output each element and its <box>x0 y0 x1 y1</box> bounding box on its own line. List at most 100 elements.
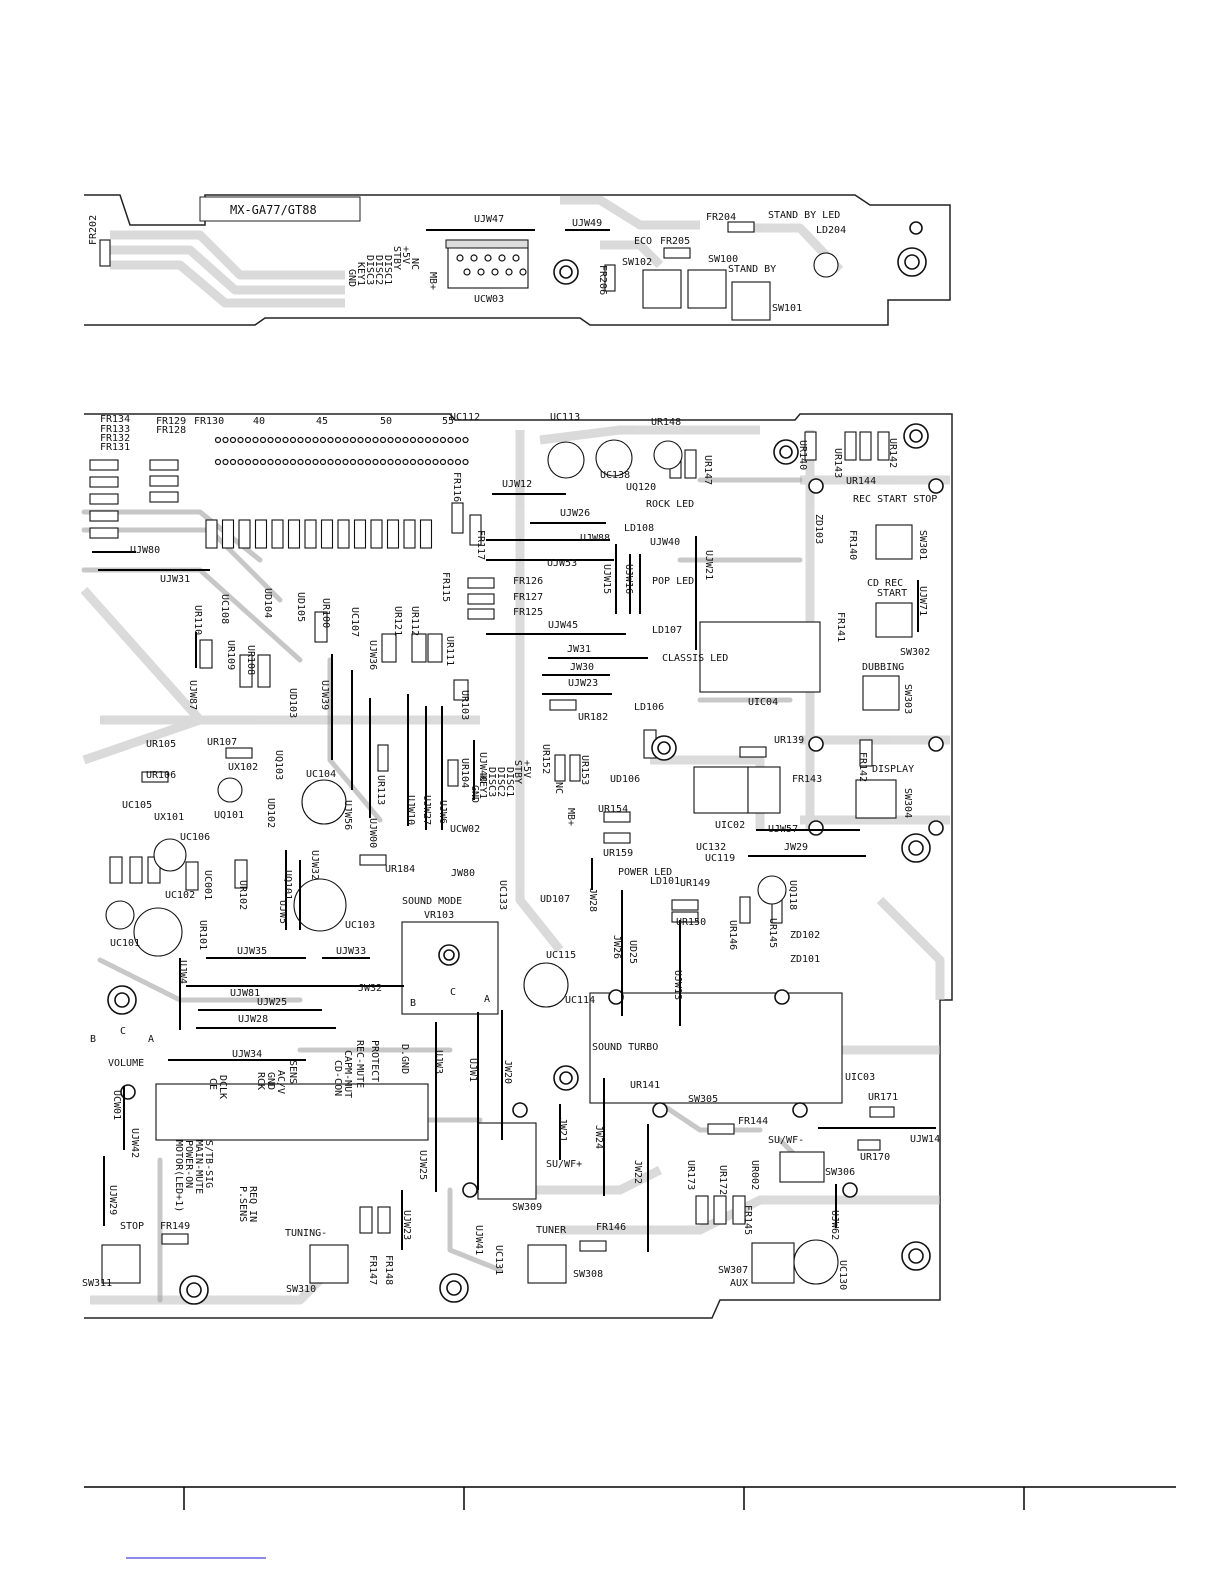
component-body <box>370 519 383 549</box>
component-label: UJW12 <box>502 479 532 490</box>
ic-pin <box>274 458 282 466</box>
ic-pin <box>244 458 252 466</box>
component-body <box>671 899 699 911</box>
component-label: NC <box>409 258 420 270</box>
component-label: ECO <box>634 236 652 247</box>
component-body <box>804 431 817 461</box>
component-label: SU/WF+ <box>546 1159 582 1170</box>
component-label: CD REC <box>867 578 903 589</box>
component-label: SW303 <box>902 684 913 714</box>
ic-pin <box>282 458 289 466</box>
component-body <box>579 1240 607 1252</box>
via-hole <box>808 478 824 494</box>
component-label: MB+ <box>427 272 438 290</box>
component-body <box>569 754 581 782</box>
component-label: UJW5 <box>277 900 288 924</box>
component-body <box>199 639 213 669</box>
component-body <box>713 1195 727 1225</box>
via-hole <box>652 1102 668 1118</box>
component-label: UJW25 <box>417 1150 428 1180</box>
component-label: UR152 <box>540 744 551 774</box>
component-label: STAND BY LED <box>768 210 840 221</box>
component-body <box>257 654 271 688</box>
component-label: FR145 <box>742 1205 753 1235</box>
component-body <box>185 861 199 891</box>
ic-pin <box>282 436 289 444</box>
component-body <box>453 679 469 701</box>
component-body <box>149 459 179 471</box>
component-body <box>477 1122 537 1200</box>
component-body <box>129 856 143 884</box>
component-label: GND <box>346 269 357 287</box>
ic-pin <box>252 436 259 444</box>
component-body <box>254 519 268 549</box>
component-label: ZD103 <box>813 514 824 544</box>
ic-pin <box>237 436 244 444</box>
component-label: UIC02 <box>715 820 745 831</box>
ic-pin <box>312 458 319 466</box>
component-label: UIC04 <box>748 697 778 708</box>
capacitor-body <box>105 900 135 930</box>
component-label: LD101 <box>650 876 680 887</box>
component-body <box>467 593 495 605</box>
component-body <box>109 856 123 884</box>
component-label: UQ103 <box>273 750 284 780</box>
component-label: ROCK LED <box>646 499 694 510</box>
component-label: JW24 <box>593 1125 604 1149</box>
component-label: DISPLAY <box>872 764 914 775</box>
component-label: SW100 <box>708 254 738 265</box>
component-label: UJW88 <box>580 533 610 544</box>
component-label: NC <box>553 782 564 794</box>
component-label: UJW57 <box>768 824 798 835</box>
connector-pad <box>519 268 527 276</box>
component-body <box>161 1233 189 1245</box>
component-label: STAND BY <box>728 264 776 275</box>
component-body <box>875 524 913 560</box>
via-hole <box>512 1102 528 1118</box>
connector-pad <box>505 268 513 276</box>
ic-pin <box>319 458 327 466</box>
capacitor-body <box>523 962 569 1008</box>
component-label: KEY1 <box>355 262 366 286</box>
component-label: UJW6 <box>437 800 448 824</box>
component-label: UJW1 <box>467 1058 478 1082</box>
component-label: RCK <box>255 1072 266 1090</box>
component-label: UR173 <box>685 1160 696 1190</box>
component-body <box>337 519 350 549</box>
component-label: UR108 <box>245 645 256 675</box>
component-label: UJW47 <box>474 214 504 225</box>
ic-pin <box>342 458 349 466</box>
capacitor-body <box>653 440 683 470</box>
mounting-hole-inner <box>908 1248 924 1264</box>
component-label: ZD102 <box>790 930 820 941</box>
ic-pin <box>394 458 402 466</box>
component-label: FR204 <box>706 212 736 223</box>
component-body <box>589 992 843 1104</box>
component-label: JW29 <box>784 842 808 853</box>
ic-pin <box>424 458 432 466</box>
component-label: STBY <box>391 246 402 270</box>
via-hole <box>774 989 790 1005</box>
mounting-hole-inner <box>908 840 924 856</box>
component-label: FR205 <box>660 236 690 247</box>
via-hole <box>792 1102 808 1118</box>
component-label: UC101 <box>110 938 140 949</box>
component-label: UD103 <box>287 688 298 718</box>
component-label: UC115 <box>546 950 576 961</box>
component-label: UJW4 <box>177 960 188 984</box>
component-label: FR206 <box>597 265 608 295</box>
component-body <box>859 739 873 767</box>
component-label: FR202 <box>88 215 99 245</box>
component-label: JW80 <box>451 868 475 879</box>
mounting-hole-inner <box>909 429 923 443</box>
ic-pin <box>364 458 372 466</box>
component-label: ZD101 <box>790 954 820 965</box>
component-label: UC132 <box>696 842 726 853</box>
component-body <box>862 675 900 711</box>
component-label: UJW23 <box>568 678 598 689</box>
ic-pin <box>267 436 274 444</box>
component-label: UIC03 <box>845 1072 875 1083</box>
component-label: UJW10 <box>405 795 416 825</box>
component-label: UC130 <box>837 1260 848 1290</box>
ic-pin <box>334 436 342 444</box>
